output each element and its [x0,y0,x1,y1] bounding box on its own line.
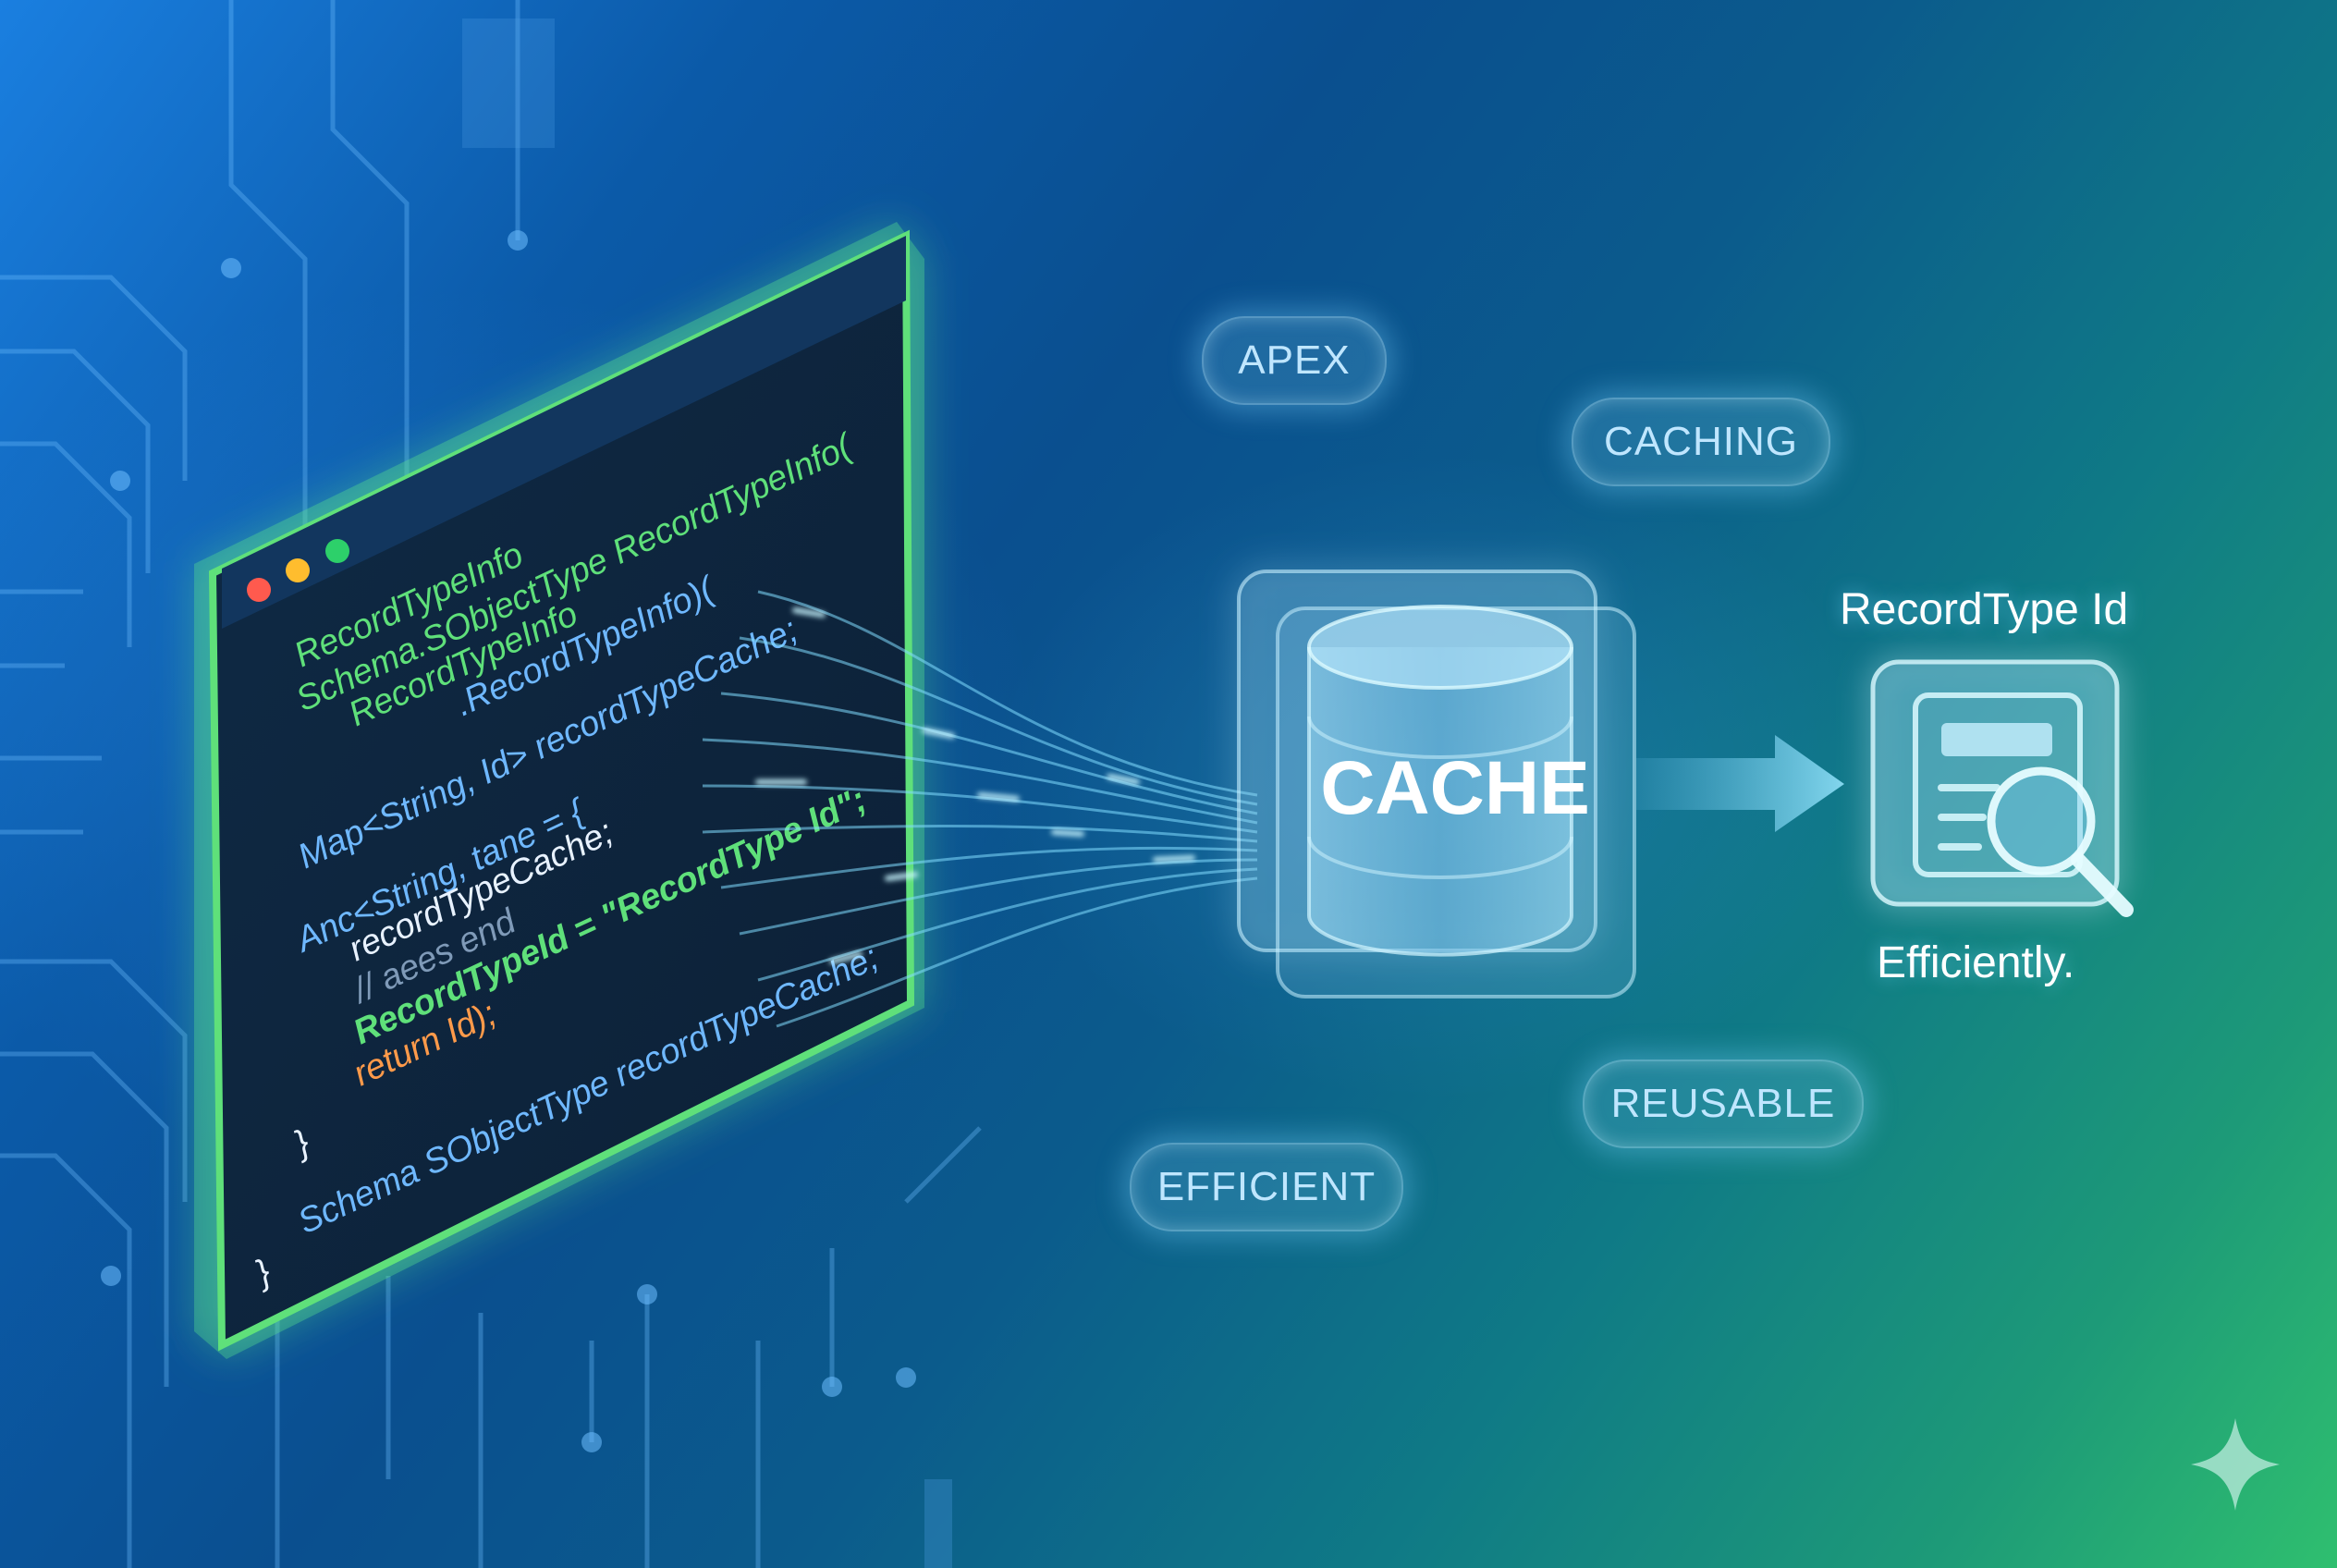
tag-efficient: EFFICIENT [1130,1143,1403,1231]
recordtype-subtitle: Efficiently. [1877,938,2075,987]
tag-apex: APEX [1202,316,1387,405]
tag-reusable: REUSABLE [1583,1060,1864,1148]
maximize-dot[interactable] [325,539,349,563]
cache-label: CACHE [1320,746,1590,830]
minimize-dot[interactable] [286,558,310,582]
tag-caching: CACHING [1572,398,1830,486]
recordtype-title: RecordType Id [1840,585,2129,634]
close-dot[interactable] [247,578,271,602]
